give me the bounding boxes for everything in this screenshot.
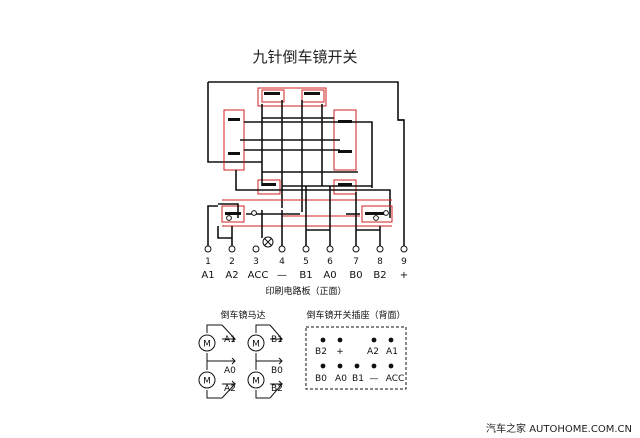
motor-label-b0: B0 [271,366,283,376]
pin-label: B2 [373,270,386,281]
motor-symbol: M [203,377,211,387]
pin-5-terminal [302,245,310,253]
pin-number: 4 [279,257,285,267]
motor-a-upper [198,334,216,352]
pin-8-terminal [376,245,384,253]
motor-label-a2: A2 [224,384,236,394]
pin-label: B1 [299,270,312,281]
socket-label: A2 [367,347,379,357]
pin-label: ACC [248,270,269,281]
socket-section: 倒车镜开关插座（背面） B2 + A2 A1 B0 A0 B1 — ACC [305,309,407,390]
pin-3-terminal [252,245,260,253]
pin-number: 5 [303,257,309,267]
motor-symbol: M [252,340,260,350]
pin-terminals [204,245,408,253]
pin-number: 7 [353,257,359,267]
motor-section-title: 倒车镜马达 [220,309,265,321]
socket-label: A0 [335,374,347,384]
pin-label: A2 [225,270,238,281]
motor-b-lower [247,371,265,389]
pin-number: 2 [229,257,235,267]
pin-2-terminal [228,245,236,253]
board-caption: 印刷电路板（正面） [265,285,346,297]
socket-label: B0 [315,374,327,384]
motor-label-a1: A1 [224,335,236,345]
motor-label-b1: B1 [271,335,283,345]
pin-1-terminal [204,245,212,253]
motor-symbol: M [252,377,260,387]
pin-labels: A1 A2 ACC — B1 A0 B0 B2 + [201,270,408,281]
pin-6-terminal [326,245,334,253]
pin-7-terminal [352,245,360,253]
motor-symbol: M [203,340,211,350]
pin-9-terminal [400,245,408,253]
socket-section-title: 倒车镜开关插座（背面） [306,309,405,321]
watermark: 汽车之家 AUTOHOME.COM.CN [486,422,632,435]
socket-label: A1 [386,347,398,357]
motor-section: 倒车镜马达 M M A1 A0 A2 M M B1 B0 B2 [198,309,283,399]
socket-label: + [336,347,344,357]
pin-label: B0 [349,270,362,281]
pin-label: A1 [201,270,214,281]
motor-label-b2: B2 [271,384,283,394]
switch-board [207,81,405,248]
pin-number: 1 [205,257,211,267]
pin-number: 6 [327,257,333,267]
pin-label: + [400,270,408,281]
socket-label: B2 [315,347,327,357]
socket-label: ACC [386,374,405,384]
pin-numbers: 1 2 3 4 5 6 7 8 9 [205,257,407,267]
motor-label-a0: A0 [224,366,236,376]
diagram-title: 九针倒车镜开关 [252,48,357,66]
socket-label: B1 [352,374,364,384]
motor-b-upper [247,334,265,352]
pin-number: 3 [253,257,259,267]
socket-outline [305,326,407,390]
pin-number: 9 [401,257,407,267]
pin-label: A0 [323,270,336,281]
pin-label: — [277,270,287,281]
socket-label: — [370,374,379,384]
pin-number: 8 [377,257,383,267]
pin-4-terminal [278,245,286,253]
motor-a-lower [198,371,216,389]
